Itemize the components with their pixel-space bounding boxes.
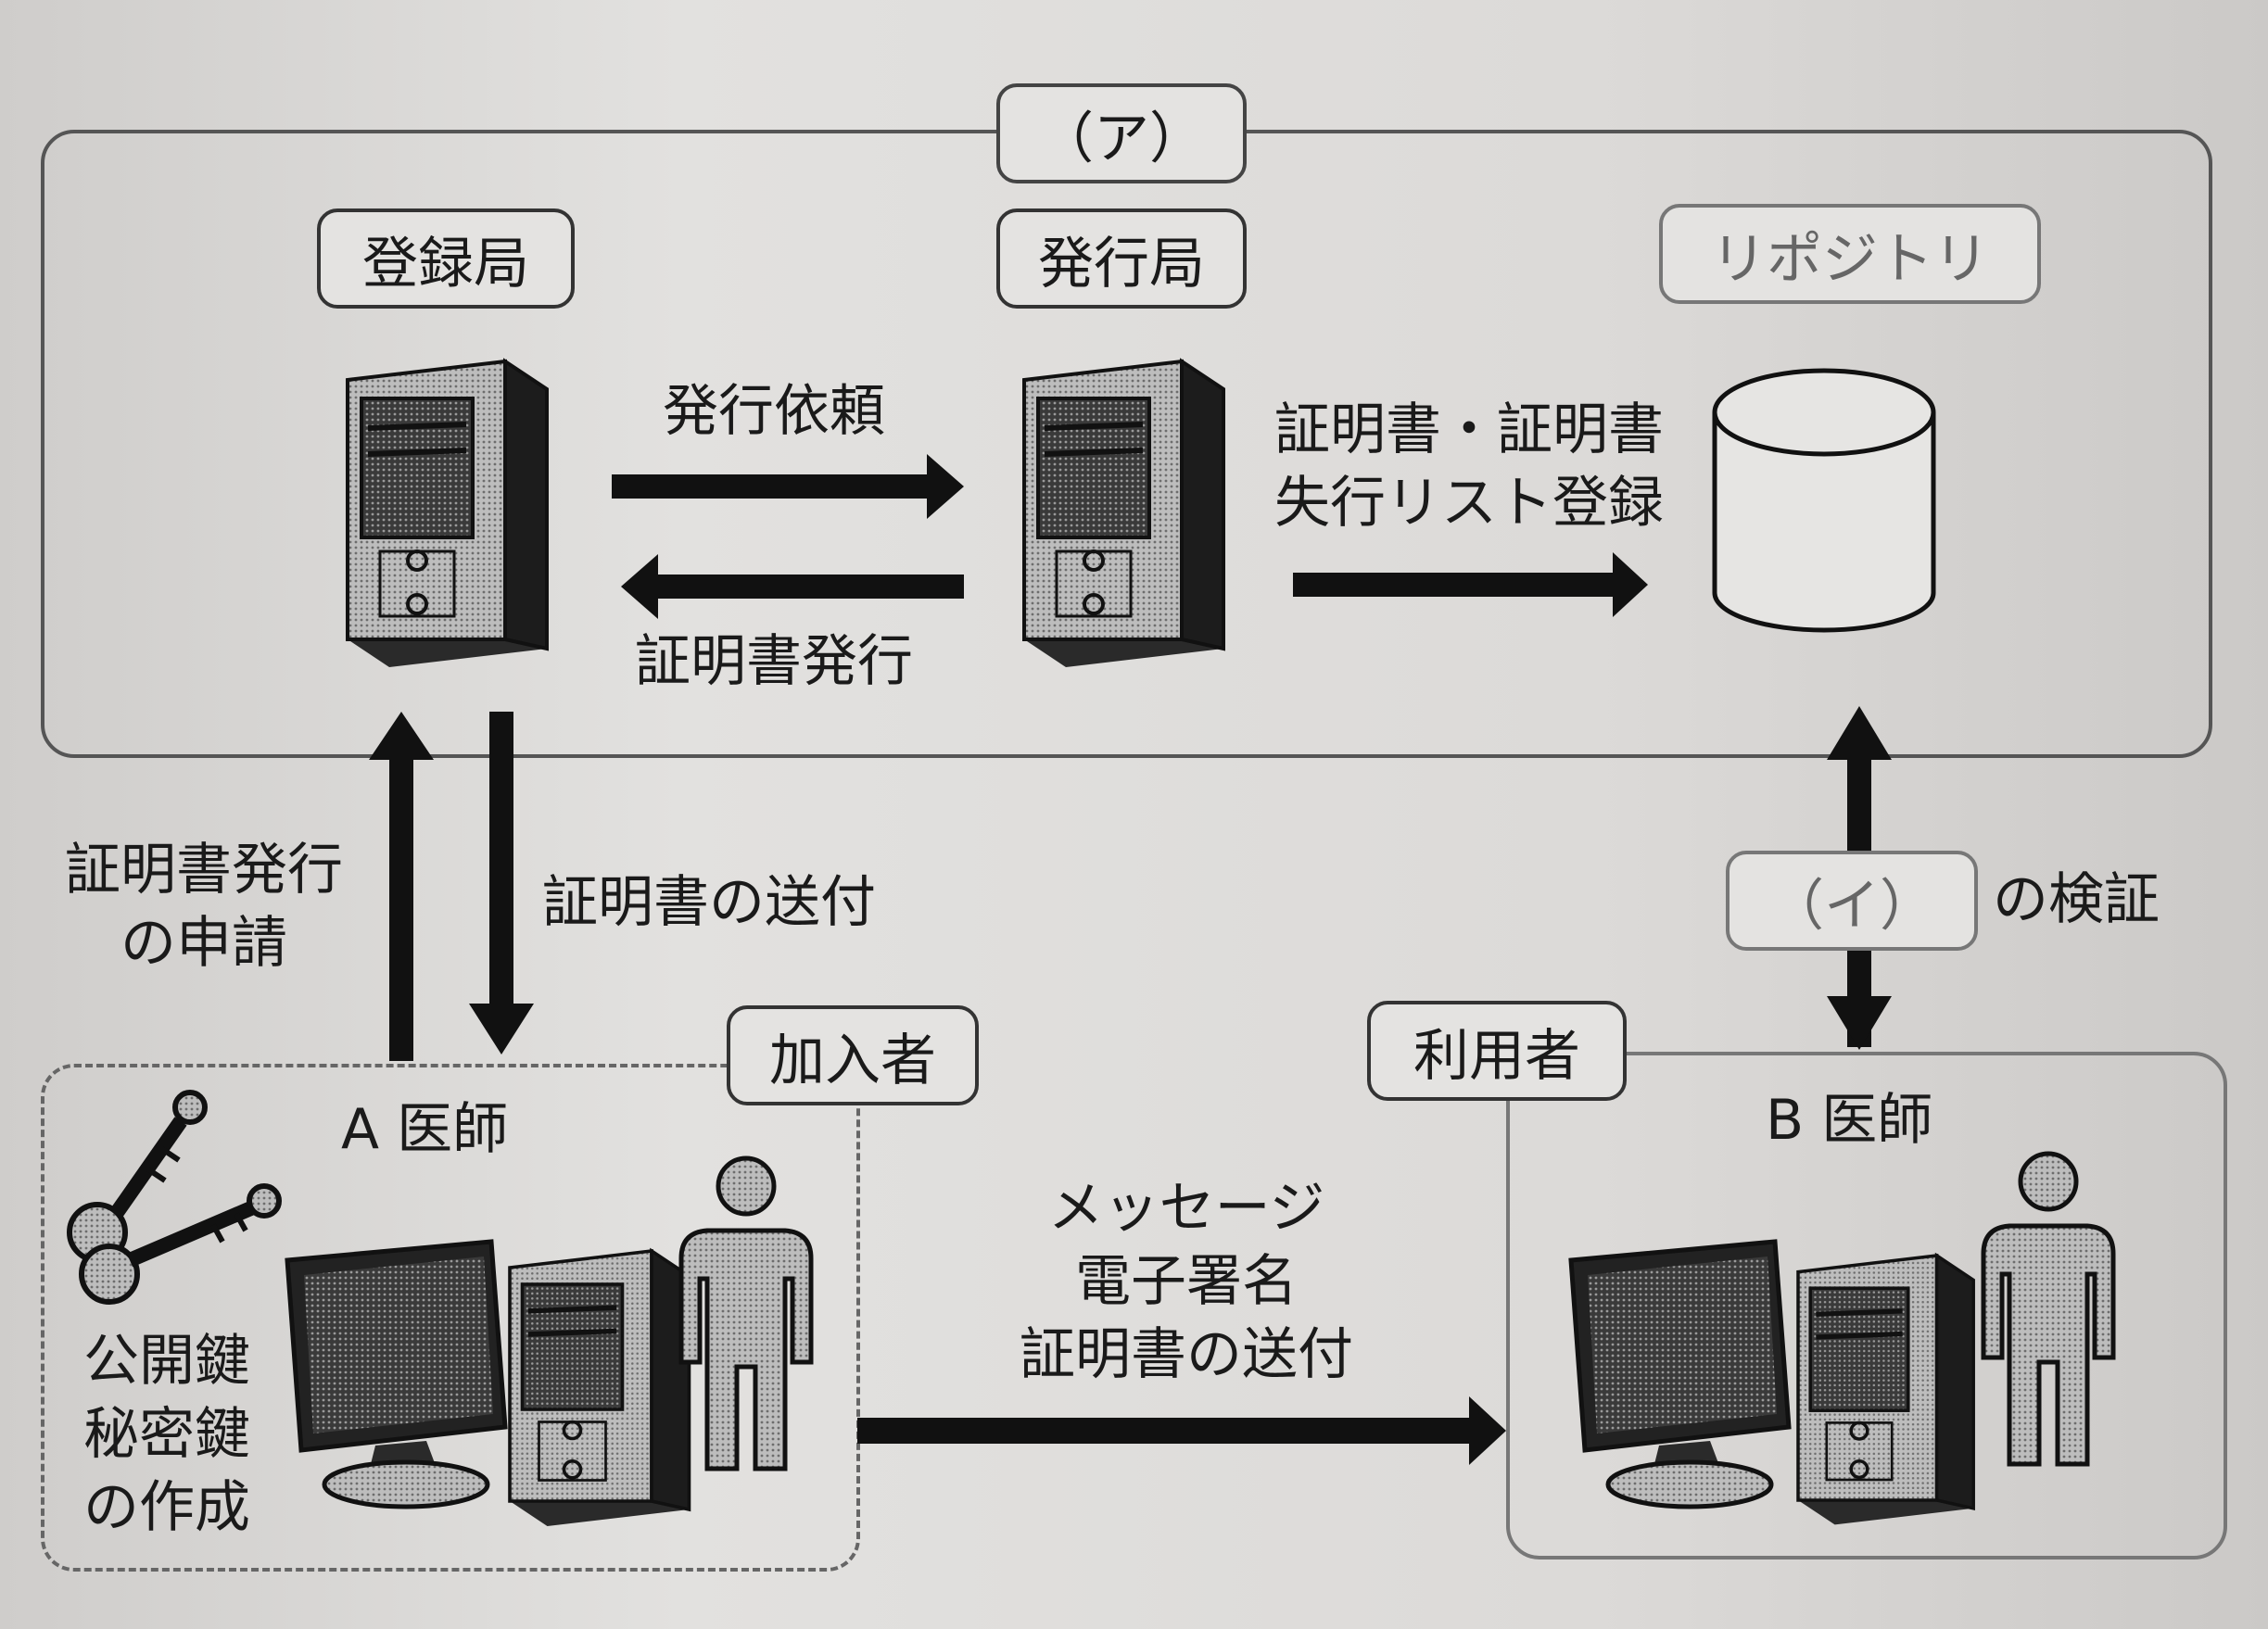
repository-register-label: 証明書・証明書 失行リスト登録 — [1256, 394, 1682, 540]
apply-line2: の申請 — [120, 911, 287, 977]
key-creation-label: 公開鍵 秘密鍵 の作成 — [51, 1325, 283, 1546]
message-line1: メッセージ — [1047, 1176, 1325, 1241]
message-arrow — [857, 1396, 1506, 1465]
verify-suffix-label: の検証 — [1993, 867, 2160, 932]
apply-label: 証明書発行 の申請 — [37, 834, 371, 980]
registration-authority-tag: 登録局 — [317, 208, 575, 309]
send-cert-label: 証明書の送付 — [542, 870, 876, 935]
repository-database-icon — [1712, 368, 1936, 633]
apply-arrow — [369, 712, 434, 1061]
message-line2: 電子署名 — [1075, 1249, 1298, 1315]
subscriber-person-icon — [681, 1158, 811, 1469]
group-a-label: （ア） — [996, 83, 1247, 183]
key-pair-icon — [67, 1090, 282, 1305]
registration-server-icon — [348, 361, 547, 667]
verify-label: （イ） — [1726, 851, 1978, 951]
subscriber-tag: 加入者 — [727, 1005, 979, 1105]
doctor-b-label: B 医師 — [1766, 1088, 1933, 1153]
issue-request-arrow — [612, 454, 964, 519]
subscriber-box — [41, 1064, 860, 1572]
cert-issue-arrow — [621, 554, 964, 619]
repository-register-arrow — [1293, 552, 1648, 617]
user-tag: 利用者 — [1367, 1001, 1627, 1101]
keys-line1: 公開鍵 — [83, 1329, 250, 1394]
issuing-authority-tag: 発行局 — [996, 208, 1247, 309]
apply-line1: 証明書発行 — [65, 838, 343, 903]
cert-issue-label: 証明書発行 — [635, 629, 913, 694]
register-line2: 失行リスト登録 — [1274, 471, 1664, 537]
issue-request-label: 発行依頼 — [663, 379, 885, 444]
message-label: メッセージ 電子署名 証明書の送付 — [955, 1172, 1418, 1393]
keys-line3: の作成 — [83, 1475, 250, 1541]
repository-tag: リポジトリ — [1659, 204, 2041, 304]
register-line1: 証明書・証明書 — [1274, 398, 1664, 462]
subscriber-monitor-icon — [287, 1242, 505, 1507]
send-cert-arrow — [469, 712, 534, 1054]
subscriber-pc-icon — [510, 1251, 690, 1526]
keys-line2: 秘密鍵 — [83, 1402, 250, 1468]
doctor-a-label: A 医師 — [341, 1097, 509, 1162]
user-monitor-icon — [1571, 1242, 1789, 1507]
message-line3: 証明書の送付 — [1020, 1322, 1353, 1388]
user-box — [1506, 1052, 2227, 1560]
user-person-icon — [1983, 1154, 2113, 1464]
user-pc-icon — [1798, 1256, 1973, 1524]
issuing-server-icon — [1024, 361, 1223, 667]
